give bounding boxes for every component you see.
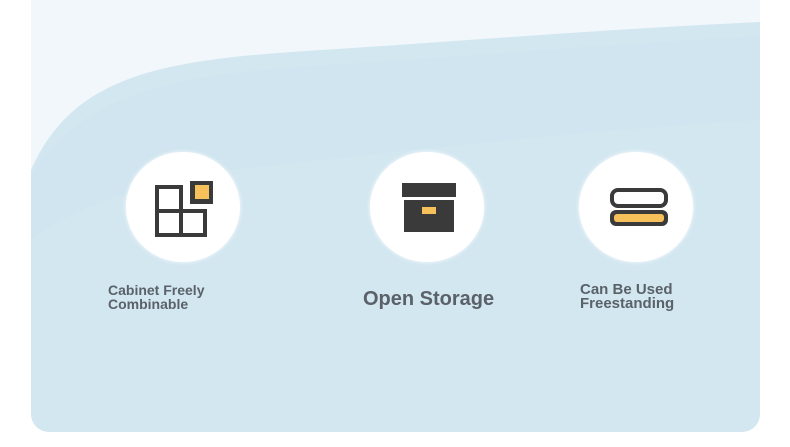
feature-label-2: Open Storage xyxy=(363,288,495,310)
feature-label-3-line-1: Can Be Used xyxy=(580,281,673,298)
feature-label-3: Can Be Used Freestanding xyxy=(580,281,730,312)
feature-panel: Cabinet Freely Combinable Open Storage C… xyxy=(31,0,760,432)
feature-label-1-line-1: Cabinet Freely xyxy=(108,282,205,298)
feature-label-1-line-2: Combinable xyxy=(108,296,189,312)
feature-icon-circle-2 xyxy=(370,152,484,262)
storage-box-icon xyxy=(402,183,456,232)
feature-label-1: Cabinet Freely Combinable xyxy=(108,283,258,311)
modular-blocks-icon xyxy=(155,181,213,237)
feature-icon-circle-1 xyxy=(126,152,240,262)
feature-label-3-line-2: Freestanding xyxy=(580,295,675,312)
feature-icon-circle-3 xyxy=(579,152,693,262)
stacked-drawer-icon xyxy=(610,188,668,226)
